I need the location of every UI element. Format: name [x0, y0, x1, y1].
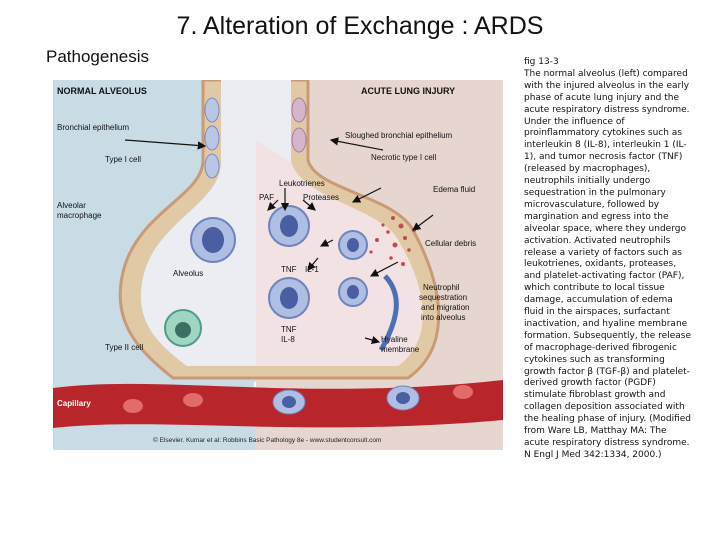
label-proteases: Proteases — [303, 193, 339, 202]
label-il8: IL-8 — [281, 335, 295, 344]
capillary-cells — [123, 385, 473, 415]
caption-heading: fig 13-3 — [524, 57, 559, 67]
label-capillary: Capillary — [57, 399, 91, 408]
slide-subtitle: Pathogenesis — [46, 47, 150, 66]
label-arrows — [124, 137, 434, 345]
figure-copyright: © Elsevier. Kumar et al: Robbins Basic P… — [153, 436, 381, 444]
alveolar-macrophage — [190, 217, 236, 263]
label-sloughed-epithelium: Sloughed bronchial epithelium — [345, 131, 453, 140]
label-neutrophil-2: sequestration — [419, 293, 467, 302]
label-alveolar-macrophage-2: macrophage — [57, 211, 102, 220]
label-type2-cell: Type II cell — [105, 343, 143, 352]
label-hyaline-1: Hyaline — [381, 335, 408, 344]
label-necrotic-type1: Necrotic type I cell — [371, 153, 437, 162]
label-neutrophil-1: Neutrophil — [423, 283, 460, 292]
macrophages-right — [268, 205, 368, 319]
label-type1-cell: Type I cell — [105, 155, 141, 164]
label-il1: IL-1 — [305, 265, 319, 274]
label-leukotrienes: Leukotrienes — [279, 179, 325, 188]
type2-cell — [164, 309, 202, 347]
label-tnf-2: TNF — [281, 325, 297, 334]
slide-title: 7. Alteration of Exchange : ARDS — [176, 12, 544, 40]
label-edema-fluid: Edema fluid — [433, 185, 475, 194]
label-neutrophil-3: and migration — [421, 303, 469, 312]
left-panel-title: NORMAL ALVEOLUS — [57, 86, 147, 96]
bronchial-epithelium-cells — [204, 97, 307, 179]
ards-figure: NORMAL ALVEOLUS ACUTE LUNG INJURY Bronch… — [53, 78, 503, 450]
label-hyaline-2: membrane — [381, 345, 420, 354]
caption-text: The normal alveolus (left) compared with… — [524, 68, 692, 460]
label-bronchial-epithelium: Bronchial epithelium — [57, 123, 129, 132]
figure-caption: fig 13-3 The normal alveolus (left) comp… — [524, 57, 694, 462]
label-alveolar-macrophage-1: Alveolar — [57, 201, 86, 210]
right-panel-title: ACUTE LUNG INJURY — [361, 86, 455, 96]
hyaline-membrane-band — [378, 274, 399, 352]
label-tnf: TNF — [281, 265, 297, 274]
label-neutrophil-4: into alveolus — [421, 313, 465, 322]
label-alveolus: Alveolus — [173, 269, 203, 278]
label-paf: PAF — [259, 193, 274, 202]
ards-diagram: NORMAL ALVEOLUS ACUTE LUNG INJURY Bronch… — [53, 78, 503, 450]
label-cellular-debris: Cellular debris — [425, 239, 476, 248]
